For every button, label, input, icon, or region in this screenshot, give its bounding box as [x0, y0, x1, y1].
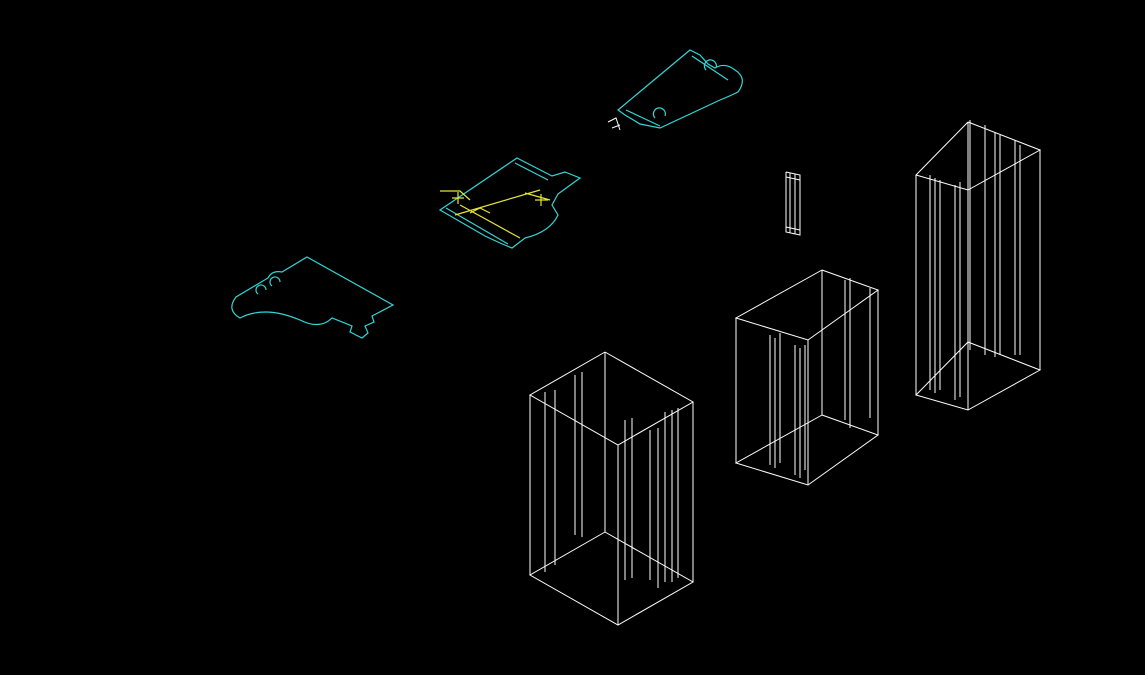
- profile-section-3: [617, 49, 743, 129]
- top-face: [734, 269, 880, 341]
- extrusion-a: [528, 351, 695, 626]
- construction-lines: [440, 189, 551, 239]
- profile-1-grooves: [255, 276, 281, 295]
- profile-3-details: [625, 55, 729, 127]
- bottom-face: [734, 414, 880, 486]
- profile-2-inner-lines: [445, 162, 549, 245]
- profile-section-1: [231, 256, 395, 339]
- profile-section-2: [438, 157, 582, 249]
- extrusion-c: [915, 120, 1042, 411]
- top-face: [785, 171, 801, 181]
- profile-sections: [231, 49, 743, 339]
- axis-marker-icon: [607, 117, 621, 131]
- extrusion-b: [734, 269, 880, 486]
- bottom-face: [528, 531, 695, 626]
- bottom-face: [785, 226, 801, 236]
- top-face: [528, 351, 695, 446]
- extruded-wireframes: [528, 120, 1042, 626]
- extrusion-d: [785, 171, 801, 236]
